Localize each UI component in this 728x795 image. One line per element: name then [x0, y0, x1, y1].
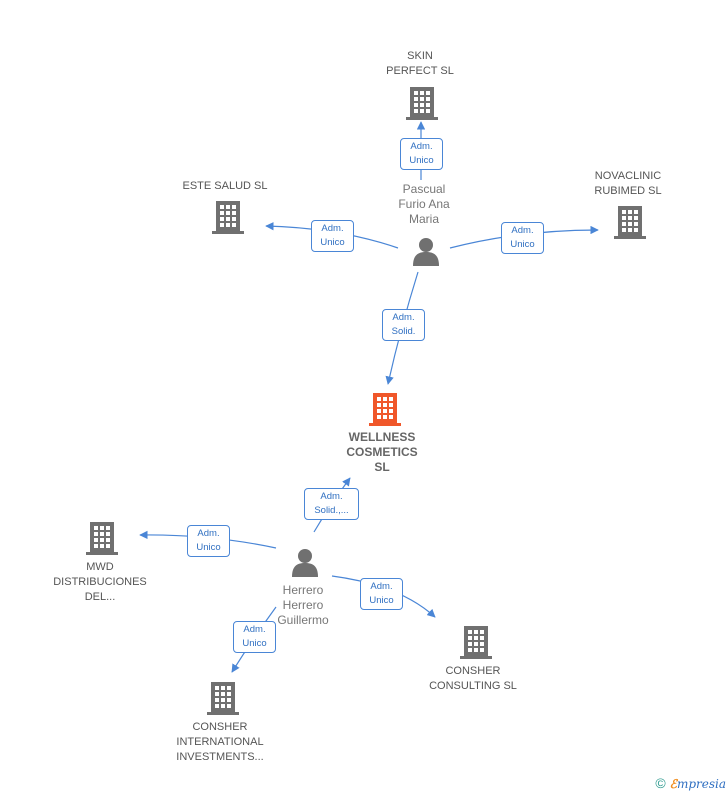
node-label: WELLNESS COSMETICS SL: [346, 430, 418, 474]
node-label: ESTE SALUD SL: [182, 180, 268, 192]
brand-footer[interactable]: ©ℰmpresia: [655, 775, 726, 791]
brand-name: mpresia: [676, 777, 726, 791]
node-wellness[interactable]: WELLNESS COSMETICS SL: [332, 430, 432, 475]
node-label: CONSHER INTERNATIONAL INVESTMENTS...: [176, 721, 264, 763]
node-herrero[interactable]: Herrero Herrero Guillermo: [253, 583, 353, 628]
node-label: NOVACLINIC RUBIMED SL: [594, 170, 662, 197]
node-label: CONSHER CONSULTING SL: [429, 665, 517, 692]
node-este-salud[interactable]: ESTE SALUD SL: [165, 179, 285, 194]
edge-label[interactable]: Adm. Unico: [187, 525, 230, 557]
edge-label[interactable]: Adm. Solid.,...: [304, 488, 359, 520]
node-novaclinic[interactable]: NOVACLINIC RUBIMED SL: [578, 169, 678, 199]
edge-label[interactable]: Adm. Unico: [400, 138, 443, 170]
copyright-icon: ©: [655, 775, 666, 791]
building-icon[interactable]: [406, 87, 438, 120]
node-consher-consulting[interactable]: CONSHER CONSULTING SL: [418, 664, 528, 694]
node-skin-perfect[interactable]: SKIN PERFECT SL: [370, 49, 470, 79]
node-label: MWD DISTRIBUCIONES DEL...: [53, 561, 147, 603]
building-icon[interactable]: [207, 682, 239, 715]
building-icon-main[interactable]: [369, 393, 401, 426]
building-icon[interactable]: [86, 522, 118, 555]
building-icon[interactable]: [460, 626, 492, 659]
node-label: SKIN PERFECT SL: [386, 50, 454, 77]
person-icon[interactable]: [292, 549, 318, 577]
edge-label[interactable]: Adm. Unico: [233, 621, 276, 653]
node-label: Pascual Furio Ana Maria: [398, 182, 450, 226]
person-icon[interactable]: [413, 238, 439, 266]
node-consher-international[interactable]: CONSHER INTERNATIONAL INVESTMENTS...: [165, 720, 275, 765]
node-pascual[interactable]: Pascual Furio Ana Maria: [374, 182, 474, 227]
node-mwd[interactable]: MWD DISTRIBUCIONES DEL...: [45, 560, 155, 605]
brand-logo-e: ℰ: [669, 777, 677, 791]
building-icon[interactable]: [212, 201, 244, 234]
edge-label[interactable]: Adm. Unico: [311, 220, 354, 252]
building-icon[interactable]: [614, 206, 646, 239]
edge-label[interactable]: Adm. Unico: [501, 222, 544, 254]
node-label: Herrero Herrero Guillermo: [277, 583, 329, 627]
edge-label[interactable]: Adm. Unico: [360, 578, 403, 610]
edge-label[interactable]: Adm. Solid.: [382, 309, 425, 341]
